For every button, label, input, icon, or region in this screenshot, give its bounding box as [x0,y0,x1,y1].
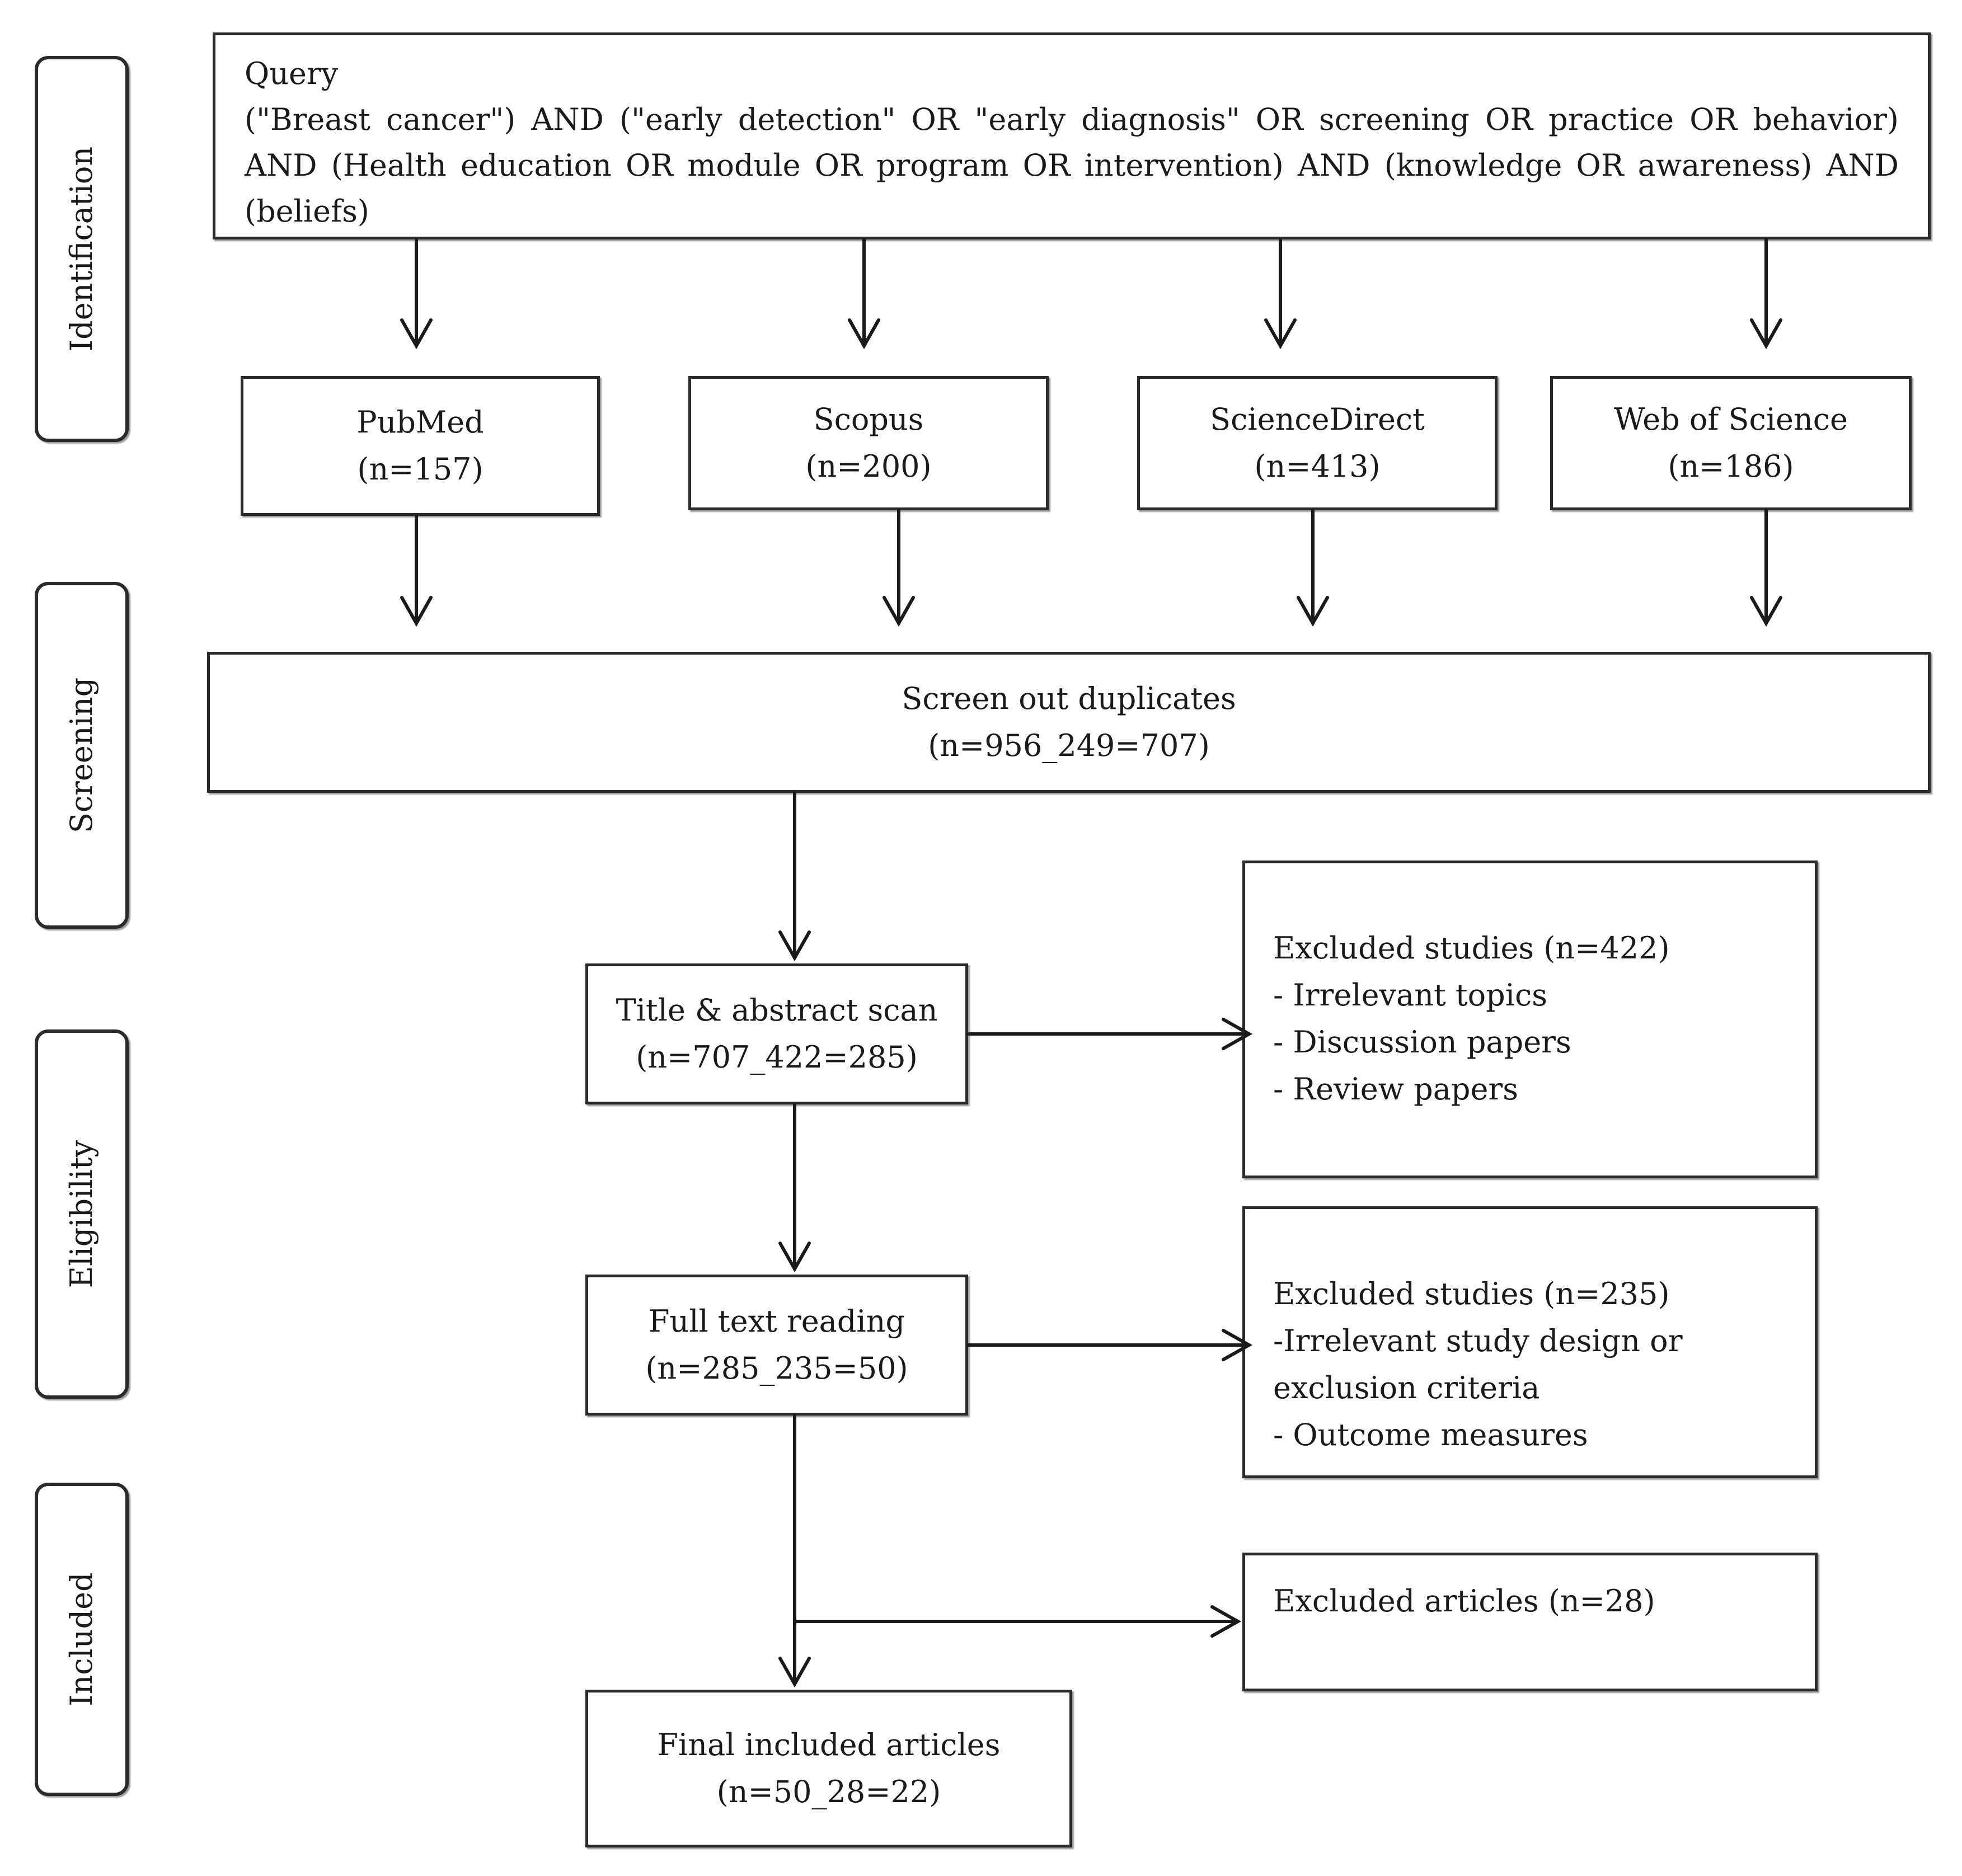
database-sciencedirect-name: ScienceDirect [1210,402,1425,437]
excluded-3-title: Excluded articles (n=28) [1273,1583,1655,1619]
excluded-2-item: -Irrelevant study design or [1273,1323,1683,1358]
screen-out-duplicates-box: Screen out duplicates (n=956_249=707) [207,652,1931,793]
database-pubmed-count: (n=157) [357,452,484,487]
excluded-1-item: - Review papers [1273,1071,1518,1107]
full-text-count: (n=285_235=50) [645,1351,908,1386]
database-pubmed-box: PubMed (n=157) [241,376,600,516]
excluded-2-item: exclusion criteria [1273,1370,1540,1405]
arrowhead [1750,318,1782,350]
excluded-studies-1-box: Excluded studies (n=422) - Irrelevant to… [1242,861,1818,1178]
final-label: Final included articles [657,1727,1001,1762]
phase-included: Included [35,1483,129,1796]
title-scan-label: Title & abstract scan [616,993,938,1028]
arrowhead [883,596,915,627]
phase-identification: Identification [35,56,129,442]
database-webofscience-name: Web of Science [1614,402,1848,437]
database-webofscience-box: Web of Science (n=186) [1550,376,1912,510]
database-scopus-name: Scopus [813,402,924,437]
arrowhead [1750,596,1782,627]
final-count: (n=50_28=22) [716,1774,941,1809]
excluded-1-item: - Discussion papers [1273,1024,1571,1060]
screen-out-label: Screen out duplicates [902,681,1236,716]
arrowhead [848,318,880,350]
query-box: Query ("Breast cancer") AND ("early dete… [213,32,1931,239]
phase-eligibility: Eligibility [35,1029,129,1399]
title-abstract-scan-box: Title & abstract scan (n=707_422=285) [585,963,968,1104]
arrowhead [1222,1018,1253,1050]
database-sciencedirect-box: ScienceDirect (n=413) [1137,376,1498,510]
arrowhead [778,1242,811,1273]
database-webofscience-count: (n=186) [1668,449,1794,484]
phase-screening: Screening [35,582,129,929]
database-sciencedirect-count: (n=413) [1254,449,1381,484]
title-scan-count: (n=707_422=285) [636,1040,918,1075]
database-pubmed-name: PubMed [356,405,484,440]
query-title: Query [245,56,339,91]
screen-out-count: (n=956_249=707) [928,728,1210,763]
arrowhead [400,318,433,350]
query-text: ("Breast cancer") AND ("early detection"… [245,102,1899,229]
arrowhead [778,1657,811,1688]
arrowhead [1222,1329,1253,1361]
excluded-2-item: - Outcome measures [1273,1417,1588,1452]
full-text-label: Full text reading [648,1304,905,1339]
excluded-articles-box: Excluded articles (n=28) [1242,1553,1818,1691]
excluded-2-title: Excluded studies (n=235) [1273,1276,1670,1311]
database-scopus-count: (n=200) [805,449,932,484]
arrowhead [1264,318,1297,350]
arrowhead [400,596,433,627]
excluded-studies-2-box: Excluded studies (n=235) -Irrelevant stu… [1242,1206,1818,1478]
arrowhead [1210,1605,1242,1638]
database-scopus-box: Scopus (n=200) [688,376,1049,510]
excluded-1-title: Excluded studies (n=422) [1273,930,1670,966]
arrowhead [1297,596,1329,627]
final-included-articles-box: Final included articles (n=50_28=22) [585,1690,1072,1847]
excluded-1-item: - Irrelevant topics [1273,977,1547,1013]
full-text-reading-box: Full text reading (n=285_235=50) [585,1275,968,1416]
arrowhead [778,930,811,962]
